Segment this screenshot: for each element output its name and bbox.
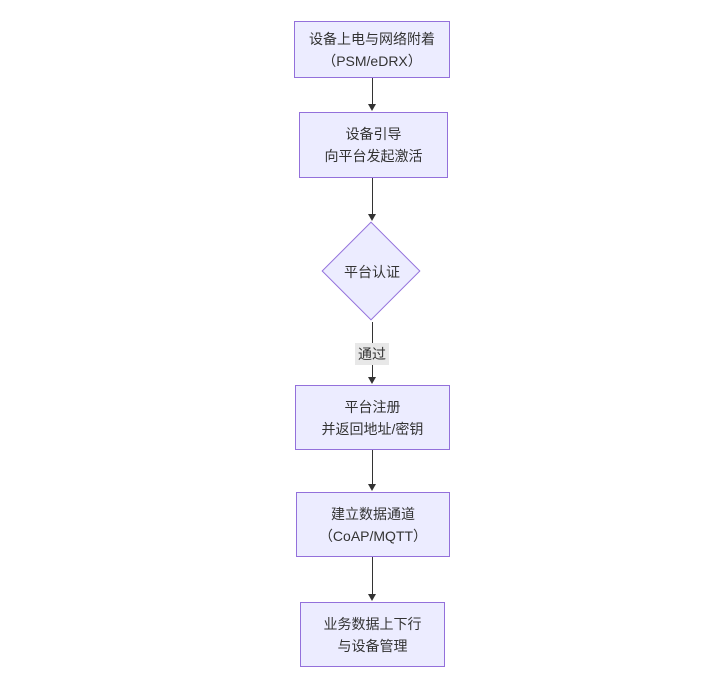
- arrow-line: [372, 557, 373, 595]
- node-device-power-network-attach: 设备上电与网络附着 （PSM/eDRX）: [294, 21, 450, 78]
- node-data-channel: 建立数据通道 （CoAP/MQTT）: [296, 492, 450, 557]
- node-text-line: （CoAP/MQTT）: [318, 527, 428, 544]
- arrow-head-icon: [368, 214, 376, 221]
- node-text-line: 平台注册: [344, 398, 401, 415]
- node-text-line: 向平台发起激活: [324, 148, 423, 164]
- decision-platform-auth: 平台认证: [321, 221, 422, 322]
- node-text-line: 设备引导: [345, 126, 402, 142]
- arrow-line: [372, 450, 373, 485]
- node-text-line: 建立数据通道: [331, 505, 415, 522]
- arrow-line: [372, 178, 373, 215]
- node-text-line: 平台认证: [344, 264, 400, 280]
- arrow-line: [372, 78, 373, 105]
- node-text-line: 并返回地址/密钥: [321, 420, 424, 437]
- arrow-head-icon: [368, 104, 376, 111]
- node-text-line: 设备上电与网络附着: [309, 30, 435, 47]
- node-business-data-device-mgmt: 业务数据上下行 与设备管理: [300, 602, 445, 667]
- edge-label-pass: 通过: [355, 343, 389, 365]
- node-platform-register: 平台注册 并返回地址/密钥: [295, 385, 450, 450]
- arrow-head-icon: [368, 484, 376, 491]
- arrow-head-icon: [368, 594, 376, 601]
- node-text-line: 与设备管理: [337, 637, 408, 654]
- node-text-line: （PSM/eDRX）: [322, 52, 422, 69]
- node-text-line: 业务数据上下行: [323, 615, 422, 632]
- node-device-bootstrap: 设备引导 向平台发起激活: [299, 112, 448, 178]
- arrow-head-icon: [368, 377, 376, 384]
